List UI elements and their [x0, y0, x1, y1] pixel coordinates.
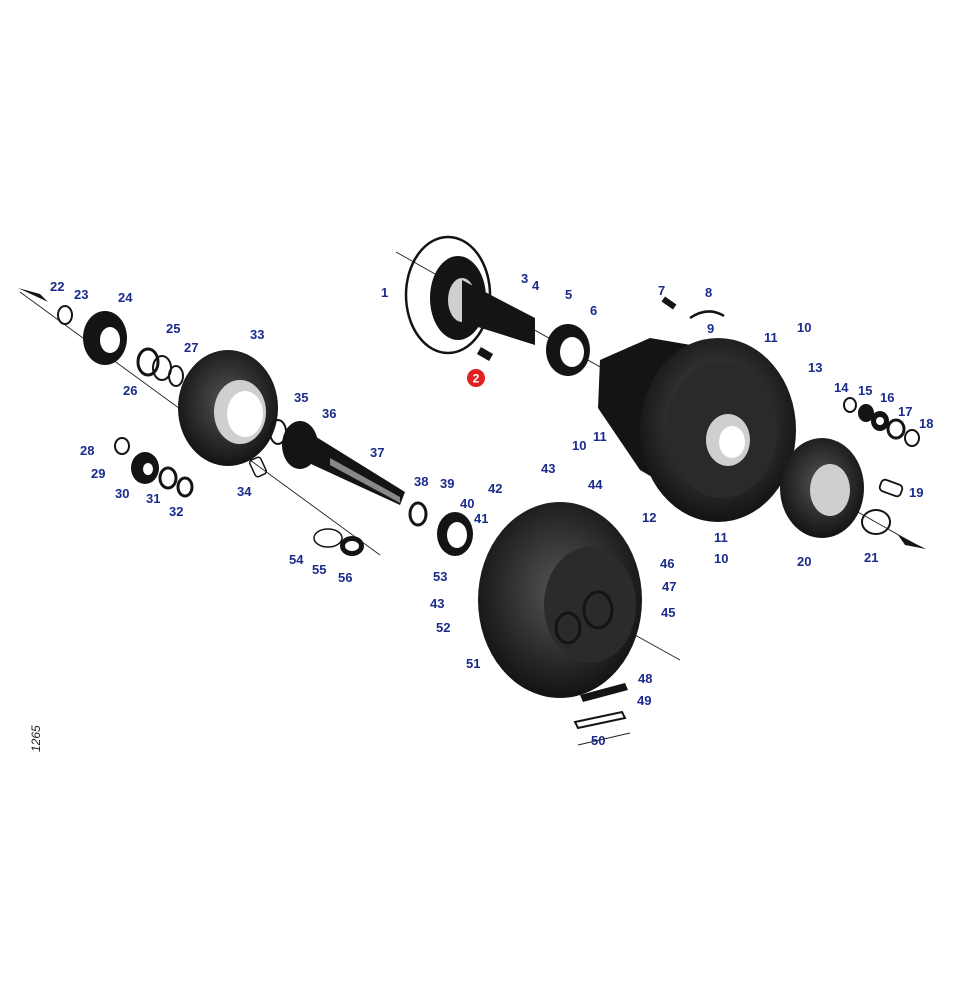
callout-33: 33	[250, 327, 264, 342]
callout-52: 52	[436, 620, 450, 635]
callout-28: 28	[80, 443, 94, 458]
callout-7: 7	[658, 283, 665, 298]
callout-10: 10	[572, 438, 586, 453]
callout-50: 50	[591, 733, 605, 748]
callout-35: 35	[294, 390, 308, 405]
callout-49: 49	[637, 693, 651, 708]
part-33-ring-gear	[178, 350, 278, 466]
callout-39: 39	[440, 476, 454, 491]
callout-48: 48	[638, 671, 652, 686]
part-19-21	[861, 478, 904, 535]
callout-47: 47	[662, 579, 676, 594]
callout-12: 12	[642, 510, 656, 525]
highlight-marker	[467, 369, 485, 387]
callout-46: 46	[660, 556, 674, 571]
callout-53: 53	[433, 569, 447, 584]
callout-14: 14	[834, 380, 849, 395]
part-20-carrier	[780, 438, 864, 538]
input-arrow-icon	[18, 288, 48, 302]
callout-11: 11	[764, 330, 778, 345]
part-28-32-small-parts	[114, 437, 194, 498]
callout-22: 22	[50, 279, 64, 294]
part-54-56-rings	[313, 528, 364, 556]
callout-45: 45	[661, 605, 675, 620]
callout-4: 4	[532, 278, 540, 293]
part-34-pin	[248, 456, 268, 478]
part-12-13-housing	[598, 338, 796, 522]
callout-56: 56	[338, 570, 352, 585]
callout-6: 6	[590, 303, 597, 318]
callout-38: 38	[414, 474, 428, 489]
part-7-9-small	[661, 296, 725, 320]
side-reference-code: 1265	[29, 725, 43, 752]
callout-21: 21	[864, 550, 878, 565]
part-1-flange	[404, 235, 535, 355]
callout-36: 36	[322, 406, 336, 421]
callout-30: 30	[115, 486, 129, 501]
part-25-rings	[136, 347, 184, 387]
callout-23: 23	[74, 287, 88, 302]
part-5-6-bearing	[546, 324, 590, 376]
callout-18: 18	[919, 416, 933, 431]
part-2-bolt	[476, 347, 494, 361]
callout-40: 40	[460, 496, 474, 511]
callout-25: 25	[166, 321, 180, 336]
callout-31: 31	[146, 491, 160, 506]
part-45-53-gearbox-housing	[478, 502, 642, 698]
callout-32: 32	[169, 504, 183, 519]
callout-24: 24	[118, 290, 133, 305]
callout-8: 8	[705, 285, 712, 300]
part-22-washer	[57, 305, 73, 325]
callout-43: 43	[541, 461, 555, 476]
callout-3: 3	[521, 271, 528, 286]
output-arrow-icon	[898, 535, 926, 549]
callout-13: 13	[808, 360, 822, 375]
callout-5: 5	[565, 287, 572, 302]
callout-34: 34	[237, 484, 252, 499]
callout-41: 41	[474, 511, 488, 526]
callout-44: 44	[588, 477, 603, 492]
callout-29: 29	[91, 466, 105, 481]
callout-51: 51	[466, 656, 480, 671]
callout-26: 26	[123, 383, 137, 398]
callout-11: 11	[593, 429, 607, 444]
callout-43: 43	[430, 596, 444, 611]
callout-2: 2	[473, 372, 480, 386]
callout-19: 19	[909, 485, 923, 500]
callout-16: 16	[880, 390, 894, 405]
callout-42: 42	[488, 481, 502, 496]
callout-11: 11	[714, 530, 728, 545]
callout-10: 10	[797, 320, 811, 335]
callout-27: 27	[184, 340, 198, 355]
callout-20: 20	[797, 554, 811, 569]
callout-54: 54	[289, 552, 304, 567]
part-35-37-shaft	[269, 419, 405, 505]
part-14-18-washers	[843, 397, 920, 447]
callout-55: 55	[312, 562, 326, 577]
callout-1: 1	[381, 285, 388, 300]
part-48-50-cover	[573, 683, 631, 746]
callout-37: 37	[370, 445, 384, 460]
callout-10: 10	[714, 551, 728, 566]
callout-9: 9	[707, 321, 714, 336]
callout-15: 15	[858, 383, 872, 398]
part-24-gear	[83, 311, 127, 365]
callout-labels: 1 3 4 5 6 7 8 9 10 11 10 11 12 13 14 15 …	[50, 271, 933, 748]
callout-17: 17	[898, 404, 912, 419]
part-38-41-bearing	[408, 501, 473, 556]
